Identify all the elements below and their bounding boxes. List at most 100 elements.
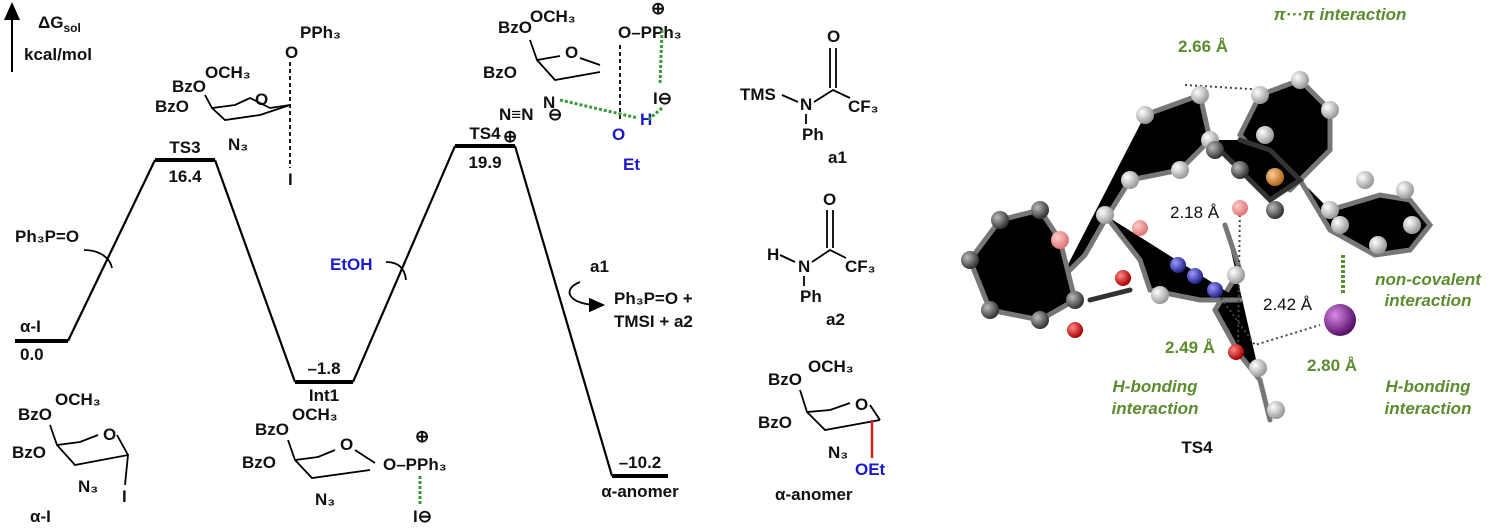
carbon-atom bbox=[1369, 236, 1387, 254]
compound-label: a2 bbox=[826, 310, 845, 329]
carbon-atom bbox=[991, 211, 1009, 229]
axis-unit: kcal/mol bbox=[24, 45, 92, 64]
carbonyl-oxygen: O bbox=[827, 27, 840, 46]
och3: OCH₃ bbox=[808, 357, 854, 376]
structure-int1: BzO OCH₃ BzO O N₃ O–PPh₃ ⊕ I⊖ bbox=[242, 405, 447, 526]
pi-interaction-label: π···π interaction bbox=[1274, 5, 1407, 24]
hbond-right-label: interaction bbox=[1385, 399, 1472, 418]
carbon-atom bbox=[1191, 86, 1209, 104]
nitrogen: N bbox=[798, 257, 810, 276]
bzo: BzO bbox=[12, 443, 46, 462]
nitrogen-atom bbox=[1187, 268, 1203, 284]
carbon-atom bbox=[1031, 311, 1049, 329]
tms: TMS bbox=[740, 85, 776, 104]
ring-oxygen: O bbox=[855, 395, 868, 414]
carbon-atom bbox=[1331, 216, 1349, 234]
distance-242: 2.42 Å bbox=[1263, 295, 1313, 314]
n-equiv-n: N≡N bbox=[499, 105, 533, 124]
pyranose-ring bbox=[799, 389, 881, 431]
carbon-atom bbox=[1256, 126, 1274, 144]
plus-charge: ⊕ bbox=[651, 0, 665, 18]
carbon-atom bbox=[1396, 181, 1414, 199]
carbon-atom bbox=[1249, 359, 1267, 377]
o-pph3: O–PPh₃ bbox=[383, 455, 447, 474]
structure-a1: TMS N O CF₃ Ph a1 bbox=[740, 27, 879, 167]
structure-ts3: BzO OCH₃ BzO O N₃ O PPh₃ I bbox=[155, 23, 341, 189]
compound-label: α-I bbox=[30, 507, 51, 526]
oxygen-atom bbox=[1228, 344, 1244, 360]
reagent-ph3po: Ph₃P=O bbox=[15, 227, 79, 246]
o-pph3: O–PPh₃ bbox=[618, 23, 682, 42]
state-energy: 19.9 bbox=[468, 153, 501, 172]
structure-ts4: BzO OCH₃ BzO O O–PPh₃ ⊕ I⊖ N≡N ⊕ ⊖ N H O… bbox=[483, 0, 682, 174]
bzo: BzO bbox=[483, 63, 517, 82]
oxygen-atom bbox=[1115, 270, 1131, 286]
carbonyl-oxygen: O bbox=[823, 190, 836, 209]
ring-oxygen: O bbox=[255, 90, 268, 109]
structure-alpha-i: BzO OCH₃ BzO O N₃ I α-I bbox=[12, 390, 130, 526]
ethoxy: OEt bbox=[855, 460, 886, 479]
structure-a2: H N O CF₃ Ph a2 bbox=[767, 190, 876, 329]
carbon-atom bbox=[1321, 101, 1339, 119]
energy-profile: α-I 0.0 TS3 16.4 Int1 –1.8 TS4 19.9 α-an… bbox=[15, 124, 693, 501]
path-segment bbox=[213, 159, 297, 383]
ring-oxygen: O bbox=[340, 435, 353, 454]
reagent-a1: a1 bbox=[590, 257, 609, 276]
carbon-atom bbox=[1151, 286, 1169, 304]
plus-charge: ⊕ bbox=[503, 127, 517, 146]
path-segment bbox=[351, 145, 457, 383]
products-line1: Ph₃P=O + bbox=[614, 289, 693, 308]
bzo: BzO bbox=[255, 420, 289, 439]
state-label: TS3 bbox=[169, 138, 200, 157]
oxygen: O bbox=[285, 43, 298, 62]
ts4-3d-model: π···π interaction 2.66 Å 2.18 Å 2.42 Å 2… bbox=[961, 5, 1482, 457]
h-bond-dotted bbox=[559, 29, 664, 122]
bzo: BzO bbox=[172, 77, 206, 96]
hbond-left-label: interaction bbox=[1112, 399, 1199, 418]
reagent-arrow bbox=[83, 249, 113, 269]
carbon-atom bbox=[1206, 141, 1224, 159]
pyranose-ring bbox=[49, 424, 130, 486]
oxygen-atom bbox=[1132, 220, 1148, 236]
ring-oxygen: O bbox=[565, 43, 578, 62]
path-segment bbox=[67, 159, 156, 342]
carbon-atom bbox=[1403, 216, 1421, 234]
distance-266: 2.66 Å bbox=[1178, 37, 1228, 56]
azide: N₃ bbox=[228, 135, 248, 154]
hbond-right-label: H-bonding bbox=[1386, 377, 1472, 396]
och3: OCH₃ bbox=[55, 390, 101, 409]
hydrogen: H bbox=[767, 245, 779, 264]
carbon-atom bbox=[1251, 86, 1269, 104]
och3: OCH₃ bbox=[530, 7, 576, 26]
nitrogen: N bbox=[800, 95, 812, 114]
distance-249: 2.49 Å bbox=[1165, 338, 1215, 357]
reagent-arrow bbox=[385, 261, 407, 281]
structure-alpha-anomer: BzO OCH₃ BzO O N₃ OEt α-anomer bbox=[758, 357, 886, 504]
carbon-atom bbox=[961, 251, 979, 269]
carbon-atom bbox=[1031, 201, 1049, 219]
phosphorus-atom bbox=[1266, 168, 1284, 186]
carbon-atom bbox=[1227, 266, 1245, 284]
azide: N₃ bbox=[828, 443, 848, 462]
oxygen-atom bbox=[1232, 200, 1248, 216]
ethanol-oxygen: O bbox=[612, 125, 625, 144]
energy-axis: ΔGsol kcal/mol bbox=[4, 2, 92, 72]
state-label: Int1 bbox=[309, 386, 339, 405]
och3: OCH₃ bbox=[292, 405, 338, 424]
oxygen-atom bbox=[1067, 322, 1083, 338]
azide: N₃ bbox=[315, 490, 335, 509]
model-bonds bbox=[967, 77, 1434, 423]
carbon-atom bbox=[1291, 71, 1309, 89]
carbon-atom bbox=[1356, 171, 1374, 189]
pyranose-ring bbox=[287, 439, 376, 479]
pph3: PPh₃ bbox=[300, 23, 341, 42]
iodide: I⊖ bbox=[653, 89, 672, 108]
pyranose-ring bbox=[529, 39, 601, 81]
iodine: I bbox=[288, 170, 293, 189]
carbon-atom bbox=[1096, 206, 1114, 224]
bzo: BzO bbox=[758, 413, 792, 432]
phenyl: Ph bbox=[802, 125, 824, 144]
iodide: I⊖ bbox=[413, 507, 432, 526]
carbon-atom bbox=[1266, 201, 1284, 219]
state-label: α-anomer bbox=[601, 482, 679, 501]
